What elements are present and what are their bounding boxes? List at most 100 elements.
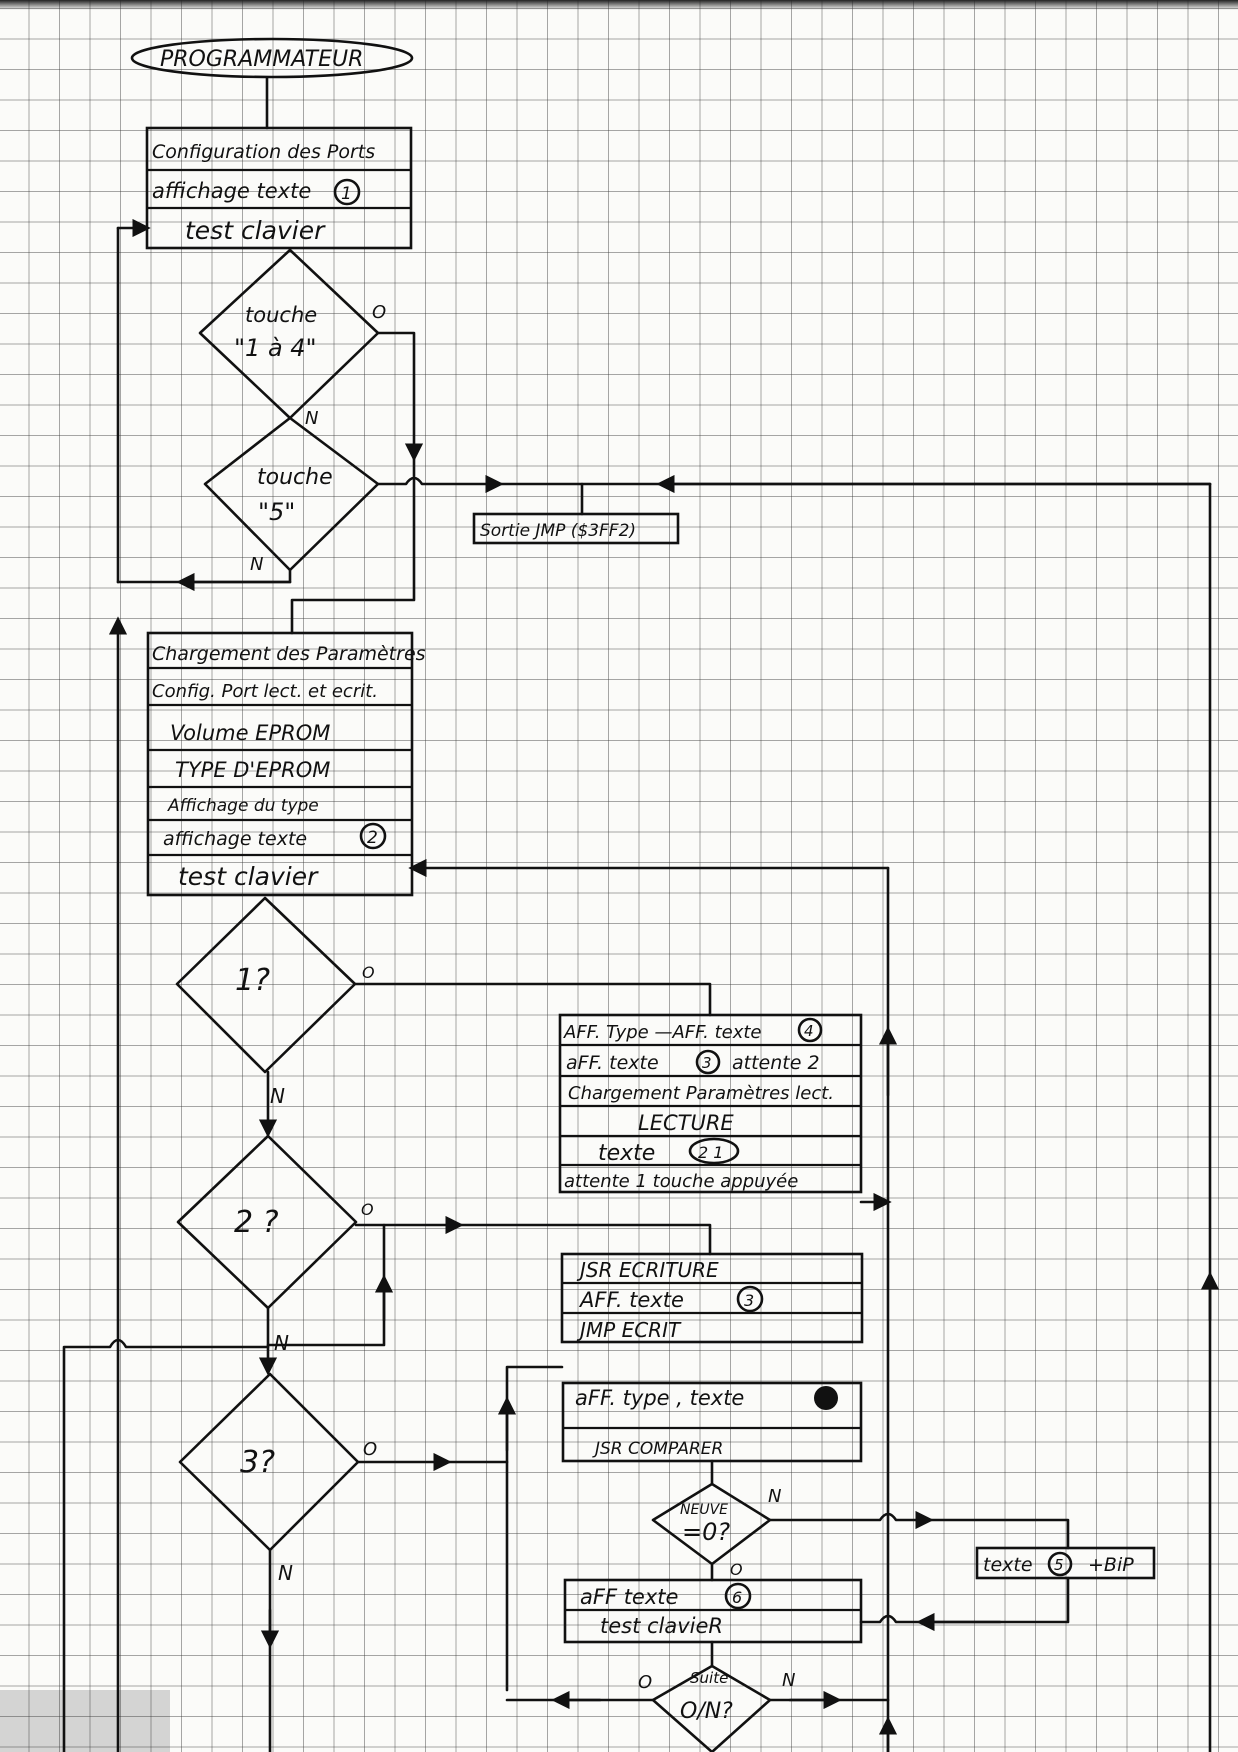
decision-3: 3? O N bbox=[178, 1372, 377, 1585]
no-label-neuve: N bbox=[768, 1486, 781, 1507]
yes-label-key14: O bbox=[372, 302, 386, 323]
write-line-jsr: JSR ECRITURE bbox=[576, 1258, 719, 1282]
read-line-texte: texte bbox=[598, 1141, 655, 1166]
circled-number-21-text: 2 1 bbox=[698, 1143, 723, 1162]
no-label-1: N bbox=[270, 1084, 285, 1108]
compare-block: aFF. type , texte JSR COMPARER bbox=[561, 1381, 863, 1463]
start-terminal: PROGRAMMATEUR bbox=[130, 37, 414, 79]
no-label-3: N bbox=[278, 1561, 293, 1585]
compare-line-aff: aFF. type , texte bbox=[575, 1386, 744, 1410]
sortie-label: Sortie JMP ($3FF2) bbox=[480, 521, 636, 541]
load-line-config-port: Config. Port lect. et ecrit. bbox=[152, 681, 378, 702]
decision-key14-line1: touche bbox=[245, 303, 317, 327]
circled-number-4 bbox=[797, 1017, 823, 1043]
init-line-test-clavier: test clavier bbox=[185, 216, 326, 245]
decision-key5-line2: "5" bbox=[258, 498, 295, 526]
connector-neuve-no bbox=[768, 1510, 934, 1530]
init-line-config-ports: Configuration des Ports bbox=[152, 141, 375, 163]
decision-key5-line1: touche bbox=[257, 465, 333, 490]
decision-suite-line2: O/N? bbox=[680, 1699, 733, 1724]
circled-number-3b bbox=[736, 1285, 764, 1313]
read-line-attente-touche: attente 1 touche appuyée bbox=[564, 1171, 798, 1192]
read-block: AFF. Type —AFF. texte 4 aFF. texte 3 att… bbox=[558, 1013, 863, 1194]
circled-number-6-text: 6 bbox=[732, 1588, 742, 1607]
connector-neuve-no-to-bip bbox=[928, 1518, 1070, 1550]
decision-1: 1? O N bbox=[175, 896, 375, 1108]
bip-line-bip: +BiP bbox=[1088, 1554, 1134, 1576]
write-block: JSR ECRITURE AFF. texte 3 JMP ECRIT bbox=[560, 1252, 864, 1344]
read-line-chargement: Chargement Paramètres lect. bbox=[568, 1083, 834, 1104]
title-label: PROGRAMMATEUR bbox=[160, 47, 363, 72]
read-line-aff-texte: aFF. texte bbox=[566, 1052, 659, 1074]
decision-key-5: touche "5" N bbox=[203, 416, 380, 575]
filled-circle-marker bbox=[814, 1386, 838, 1410]
circled-number-2 bbox=[359, 822, 387, 850]
connector-key5-yes bbox=[376, 474, 504, 494]
load-line-affichage-type: Affichage du type bbox=[167, 796, 319, 816]
load-line-affichage-texte: affichage texte bbox=[163, 828, 307, 850]
connector-left-secondary bbox=[62, 1338, 270, 1752]
circled-number-5-text: 5 bbox=[1054, 1556, 1064, 1574]
decision-2-label: 2 ? bbox=[234, 1205, 279, 1240]
circled-number-1 bbox=[333, 178, 361, 206]
after-compare-block: aFF texte 6 test clavieR bbox=[563, 1578, 863, 1644]
after-line-test-clavier: test clavieR bbox=[600, 1614, 723, 1638]
init-block: Configuration des Ports affichage texte … bbox=[145, 126, 413, 250]
connector-key5-no bbox=[116, 568, 292, 584]
yes-label-3: O bbox=[363, 1439, 377, 1460]
sortie-block: Sortie JMP ($3FF2) bbox=[472, 512, 680, 545]
decision-neuve-line2: =0? bbox=[682, 1518, 730, 1546]
load-line-volume: Volume EPROM bbox=[170, 721, 330, 745]
decision-suite: Suite O/N? O N bbox=[638, 1664, 795, 1752]
circled-number-6 bbox=[724, 1582, 752, 1610]
scan-edge-shadow bbox=[0, 0, 1238, 10]
decision-suite-line1: Suite bbox=[690, 1669, 728, 1687]
yes-label-2: O bbox=[361, 1200, 374, 1219]
circled-number-3 bbox=[695, 1049, 721, 1075]
read-line-aff-type: AFF. Type —AFF. texte bbox=[563, 1022, 762, 1043]
load-line-type: TYPE D'EPROM bbox=[175, 758, 330, 782]
compare-line-jsr: JSR COMPARER bbox=[592, 1439, 723, 1459]
read-line-attente: attente 2 bbox=[732, 1052, 820, 1074]
connector-2-loop bbox=[266, 1223, 386, 1347]
decision-key14-line2: "1 à 4" bbox=[234, 334, 317, 362]
init-line-affichage: affichage texte bbox=[152, 179, 311, 203]
yes-label-neuve: O bbox=[730, 1560, 743, 1579]
bip-block: texte 5 +BiP bbox=[975, 1546, 1156, 1580]
decision-neuve-line1: NEUVE bbox=[680, 1502, 728, 1518]
bip-line-texte: texte bbox=[983, 1554, 1033, 1576]
yes-label-1: O bbox=[362, 963, 375, 982]
write-line-aff-texte: AFF. texte bbox=[578, 1288, 684, 1312]
load-line-chargement: Chargement des Paramètres bbox=[152, 643, 426, 665]
circled-number-5 bbox=[1047, 1551, 1073, 1577]
circled-number-1-text: 1 bbox=[341, 184, 352, 204]
connector-key14-yes bbox=[376, 331, 424, 462]
connector-1-yes bbox=[353, 982, 712, 1017]
circled-number-3-text: 3 bbox=[702, 1054, 712, 1072]
connector-bip-return bbox=[928, 1576, 1070, 1624]
write-line-jmp: JMP ECRIT bbox=[576, 1318, 682, 1342]
no-label-2: N bbox=[274, 1331, 289, 1355]
circled-number-21 bbox=[688, 1137, 740, 1165]
after-line-aff-texte: aFF texte bbox=[580, 1585, 678, 1609]
decision-3-label: 3? bbox=[240, 1445, 275, 1480]
connector-2-yes-to-write bbox=[458, 1223, 712, 1256]
load-block: Chargement des Paramètres Config. Port l… bbox=[146, 631, 426, 897]
decision-neuve: NEUVE =0? N O bbox=[651, 1482, 781, 1579]
connector-compare-rail bbox=[505, 1365, 564, 1692]
yes-label-suite: O bbox=[638, 1672, 652, 1693]
circled-number-4-text: 4 bbox=[804, 1022, 814, 1040]
circled-number-3b-text: 3 bbox=[744, 1291, 754, 1310]
circled-number-2-text: 2 bbox=[367, 828, 378, 848]
decision-1-label: 1? bbox=[235, 963, 270, 998]
decision-2: 2 ? O N bbox=[176, 1134, 374, 1355]
no-label-key14: N bbox=[305, 408, 318, 429]
decision-key-1-to-4: touche "1 à 4" O N bbox=[198, 248, 386, 429]
no-label-suite: N bbox=[782, 1670, 795, 1691]
no-label-key5: N bbox=[250, 554, 263, 575]
scan-smudge bbox=[0, 1690, 170, 1752]
read-line-lecture: LECTURE bbox=[638, 1111, 734, 1135]
load-line-test-clavier: test clavier bbox=[178, 862, 319, 891]
